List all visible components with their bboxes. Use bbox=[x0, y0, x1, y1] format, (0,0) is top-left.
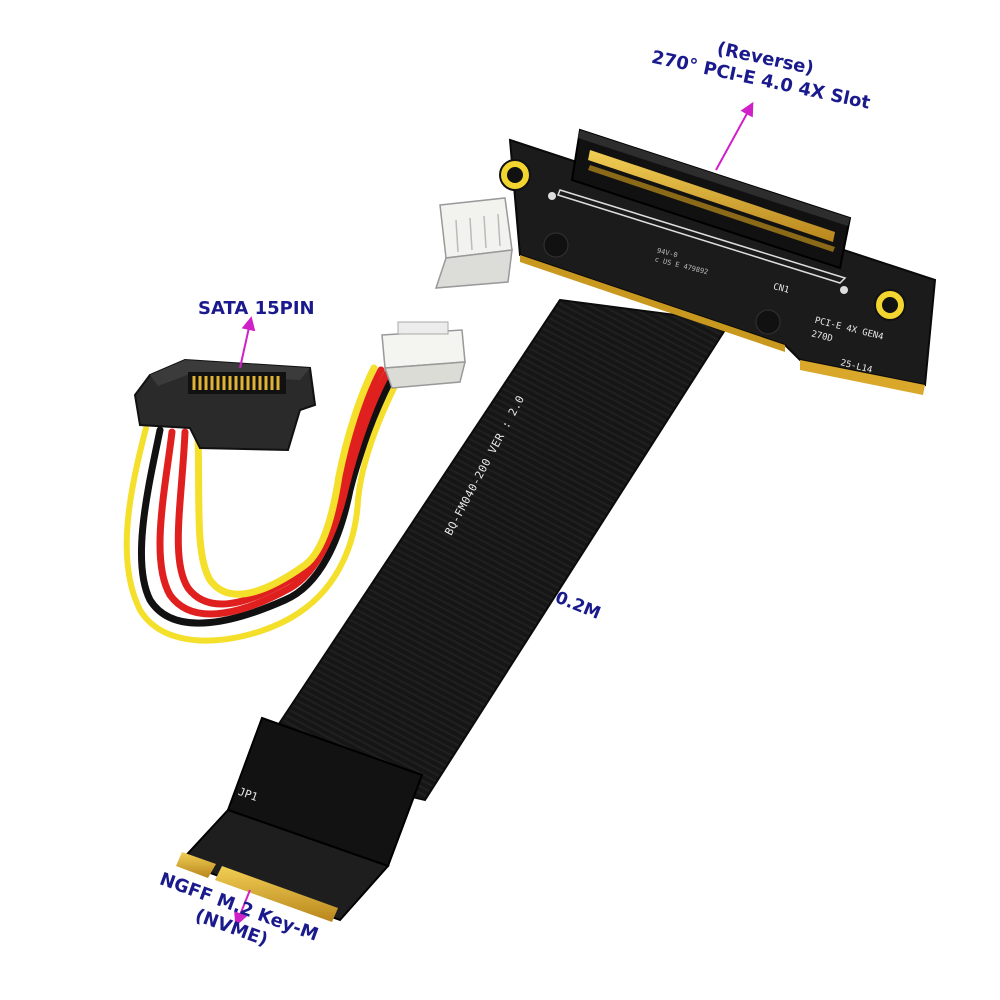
m2-card bbox=[176, 716, 424, 922]
pcie-x4-slot bbox=[557, 128, 852, 284]
pcie-riser-board bbox=[499, 138, 937, 395]
pcie-callout-arrow bbox=[715, 101, 754, 171]
sata-15pin-connector bbox=[133, 358, 317, 452]
sata-callout-arrow bbox=[239, 316, 256, 369]
board-4pin-header bbox=[434, 197, 513, 289]
sata-power-wires bbox=[123, 364, 405, 644]
sata-callout: SATA 15PIN bbox=[198, 298, 315, 319]
flat-ribbon-cable bbox=[253, 298, 732, 802]
m2-callout-arrow bbox=[234, 889, 251, 927]
callout-arrows bbox=[234, 101, 754, 927]
small-4pin-connector bbox=[381, 321, 466, 389]
